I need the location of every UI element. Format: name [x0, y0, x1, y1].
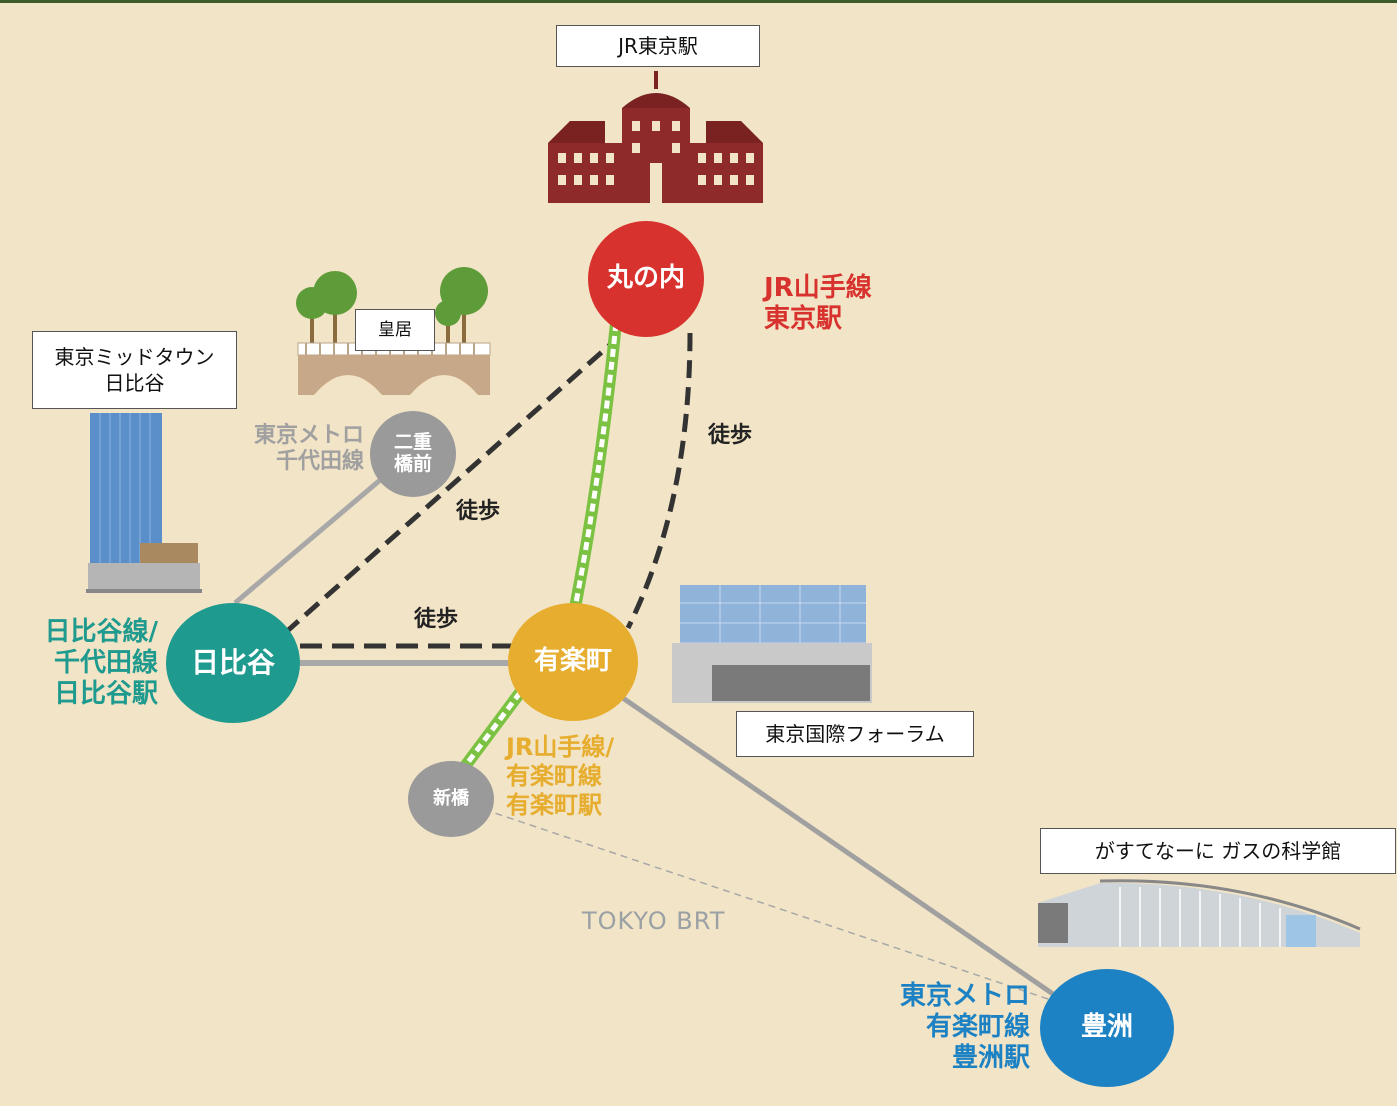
yurakucho-line-label: JR山手線/ 有楽町線 有楽町駅 — [506, 733, 615, 819]
gas-museum-label: がすてなーに ガスの科学館 — [1040, 828, 1396, 874]
station-nijubashi[interactable]: 二重 橋前 — [370, 411, 456, 497]
station-shinbashi-name: 新橋 — [433, 787, 469, 809]
route-lines — [86, 71, 1361, 1028]
gas-museum-building-icon — [1038, 879, 1361, 947]
walk-marunouchi-yurakucho — [625, 332, 693, 630]
station-yurakucho-name: 有楽町 — [533, 646, 612, 677]
hibiya-line-label: 日比谷線/ 千代田線 日比谷駅 — [44, 617, 159, 710]
tokyo-station-label: JR東京駅 — [556, 25, 760, 67]
tokyo-station-building-icon — [548, 71, 763, 203]
station-shinbashi[interactable]: 新橋 — [408, 761, 494, 837]
tokyo-forum-label: 東京国際フォーラム — [736, 711, 974, 757]
tokyo-forum-building-icon — [672, 585, 872, 703]
walk-label-marunouchi-yurakucho: 徒歩 — [708, 423, 753, 448]
station-toyosu[interactable]: 豊洲 — [1040, 969, 1174, 1087]
tokyo-midtown-tower-icon — [86, 413, 202, 593]
station-nijubashi-name-line1: 二重 — [393, 431, 432, 454]
station-yurakucho[interactable]: 有楽町 — [508, 603, 638, 721]
toyosu-line-label: 東京メトロ 有楽町線 豊洲駅 — [899, 981, 1030, 1074]
tokyo-midtown-label-line2: 日比谷 — [104, 371, 165, 395]
station-nijubashi-name-line2: 橋前 — [393, 453, 432, 475]
walk-label-hibiya-marunouchi: 徒歩 — [456, 499, 501, 524]
marunouchi-line-label: JR山手線 東京駅 — [764, 273, 872, 335]
walk-label-hibiya-yurakucho: 徒歩 — [414, 607, 459, 632]
walk-hibiya-marunouchi — [283, 341, 614, 635]
imperial-palace-illustration-icon — [296, 267, 491, 395]
tokyo-midtown-label-line1: 東京ミッドタウン — [54, 345, 215, 369]
nijubashi-line-label: 東京メトロ 千代田線 — [253, 423, 364, 475]
tokyo-brt-label: TOKYO BRT — [582, 907, 726, 935]
yurakucho-metro-line — [570, 660, 1100, 1028]
tokyo-brt-route — [449, 797, 1061, 1004]
station-marunouchi-name: 丸の内 — [606, 263, 685, 294]
station-toyosu-name: 豊洲 — [1080, 1012, 1133, 1043]
station-marunouchi[interactable]: 丸の内 — [588, 221, 704, 337]
station-hibiya-name: 日比谷 — [190, 645, 275, 679]
station-hibiya[interactable]: 日比谷 — [166, 603, 300, 723]
tokyo-midtown-label: 東京ミッドタウン 日比谷 — [32, 331, 237, 409]
imperial-palace-label: 皇居 — [355, 309, 435, 351]
